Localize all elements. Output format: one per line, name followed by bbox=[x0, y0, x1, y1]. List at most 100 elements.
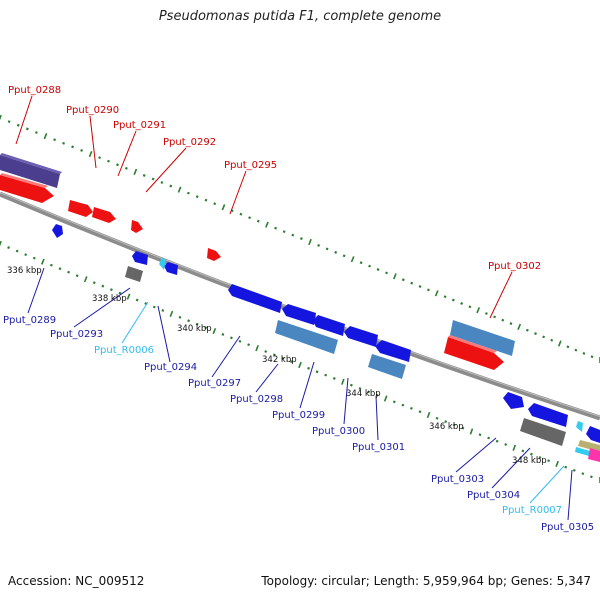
tick-mark bbox=[325, 247, 329, 251]
tick-mark bbox=[504, 443, 508, 446]
kbp-338: 338 kbp bbox=[92, 294, 127, 304]
label-pput-r0007: Pput_R0007 bbox=[502, 505, 562, 516]
feature-pput-0293-b[interactable] bbox=[164, 262, 178, 275]
label-pput-0293: Pput_0293 bbox=[50, 329, 103, 340]
feature-pput-0288[interactable] bbox=[0, 175, 54, 203]
label-pput-0299: Pput_0299 bbox=[272, 410, 325, 421]
feature-pput-0292[interactable] bbox=[131, 220, 143, 233]
tick-mark bbox=[80, 149, 84, 152]
tick-mark bbox=[160, 181, 164, 184]
tick-mark bbox=[7, 246, 11, 249]
tick-mark bbox=[272, 353, 276, 357]
feature-pput-0301-b[interactable] bbox=[375, 340, 411, 362]
tick-mark bbox=[426, 411, 431, 419]
feature-pput-0302-outer[interactable] bbox=[450, 320, 515, 356]
tick-mark bbox=[187, 319, 191, 323]
feature-pput-0295[interactable] bbox=[207, 248, 221, 261]
tick-mark bbox=[509, 322, 513, 325]
feature-pput-0293-a[interactable] bbox=[132, 251, 148, 265]
kbp-344: 344 kbp bbox=[346, 389, 381, 399]
tick-mark bbox=[230, 209, 234, 213]
tick-mark bbox=[512, 444, 517, 451]
tick-mark bbox=[161, 308, 165, 312]
feature-pput-0301[interactable] bbox=[368, 354, 406, 379]
bottom-leader-lines bbox=[27, 267, 573, 521]
kbp-346: 346 kbp bbox=[429, 422, 464, 432]
genome-summary-text: Topology: circular; Length: 5,959,964 bp… bbox=[261, 574, 591, 588]
tick-mark bbox=[444, 420, 448, 424]
tick-mark bbox=[282, 230, 286, 234]
feature-pput-r0006[interactable] bbox=[159, 258, 166, 270]
feature-pput-0294[interactable] bbox=[125, 266, 143, 282]
feature-pput-0303[interactable] bbox=[503, 392, 524, 409]
tick-mark bbox=[332, 377, 336, 380]
tick-mark bbox=[49, 263, 53, 267]
feature-pput-0297[interactable] bbox=[228, 284, 282, 313]
tick-mark bbox=[367, 390, 371, 394]
label-pput-0305: Pput_0305 bbox=[541, 522, 594, 533]
feature-pput-0300-b[interactable] bbox=[344, 326, 378, 347]
tick-mark bbox=[186, 191, 190, 195]
feature-pput-r0007[interactable] bbox=[576, 421, 583, 432]
feature-pput-0304[interactable] bbox=[528, 403, 568, 427]
feature-pput-0298[interactable] bbox=[282, 304, 316, 325]
feature-magenta[interactable] bbox=[588, 448, 600, 462]
tick-mark bbox=[349, 383, 353, 387]
tick-mark bbox=[291, 233, 295, 237]
tick-mark bbox=[281, 356, 285, 360]
feature-pput-0288-region[interactable] bbox=[0, 155, 60, 188]
feature-pput-0291[interactable] bbox=[92, 207, 116, 223]
feature-cyan[interactable] bbox=[575, 447, 590, 456]
tick-mark bbox=[178, 315, 182, 319]
tick-mark bbox=[350, 256, 355, 263]
tick-mark bbox=[517, 323, 522, 331]
label-pput-0303: Pput_0303 bbox=[431, 474, 484, 485]
tick-mark bbox=[308, 238, 312, 246]
tick-mark bbox=[24, 253, 28, 257]
tick-mark bbox=[62, 141, 66, 145]
tick-mark bbox=[324, 373, 328, 377]
tick-mark bbox=[152, 305, 156, 309]
tick-mark bbox=[550, 338, 554, 342]
tick-mark bbox=[468, 305, 472, 309]
tick-mark bbox=[204, 198, 208, 202]
kbp-336: 336 kbp bbox=[7, 266, 42, 276]
feature-pput-0305[interactable] bbox=[586, 426, 600, 443]
tick-mark bbox=[144, 302, 148, 305]
tick-mark bbox=[98, 156, 102, 160]
feature-pput-0304-gray[interactable] bbox=[520, 418, 566, 446]
tick-mark bbox=[538, 456, 542, 459]
tick-mark bbox=[124, 166, 128, 170]
map-title: Pseudomonas putida F1, complete genome bbox=[158, 9, 442, 24]
tick-mark bbox=[195, 195, 199, 199]
tick-mark bbox=[315, 370, 319, 374]
label-pput-0294: Pput_0294 bbox=[144, 362, 197, 373]
feature-pput-0299[interactable] bbox=[275, 320, 338, 354]
tick-mark bbox=[358, 387, 362, 390]
tick-mark bbox=[334, 250, 338, 254]
top-gene-labels: Pput_0288 Pput_0290 Pput_0291 Pput_0292 … bbox=[8, 85, 541, 272]
tick-mark bbox=[213, 202, 217, 206]
feature-pput-0290[interactable] bbox=[68, 200, 93, 217]
tick-mark bbox=[88, 151, 93, 158]
tick-mark bbox=[542, 335, 546, 339]
label-pput-0289: Pput_0289 bbox=[3, 315, 56, 326]
feature-olive[interactable] bbox=[578, 440, 600, 452]
tick-mark bbox=[151, 177, 155, 181]
feature-pput-0302[interactable] bbox=[444, 337, 504, 370]
top-leader-lines bbox=[15, 95, 513, 319]
feature-pput-0289[interactable] bbox=[52, 224, 63, 238]
tick-mark bbox=[392, 400, 396, 404]
tick-mark bbox=[58, 267, 62, 271]
tick-mark bbox=[43, 133, 48, 140]
tick-mark bbox=[566, 345, 570, 349]
feature-pput-0288-region-shade bbox=[0, 153, 62, 174]
tick-mark bbox=[487, 436, 491, 440]
label-pput-0300: Pput_0300 bbox=[312, 426, 365, 437]
label-pput-r0006: Pput_R0006 bbox=[94, 345, 154, 356]
tick-mark bbox=[274, 226, 278, 230]
tick-mark bbox=[195, 322, 199, 326]
tick-mark bbox=[0, 114, 2, 121]
feature-pput-0300[interactable] bbox=[313, 315, 345, 336]
